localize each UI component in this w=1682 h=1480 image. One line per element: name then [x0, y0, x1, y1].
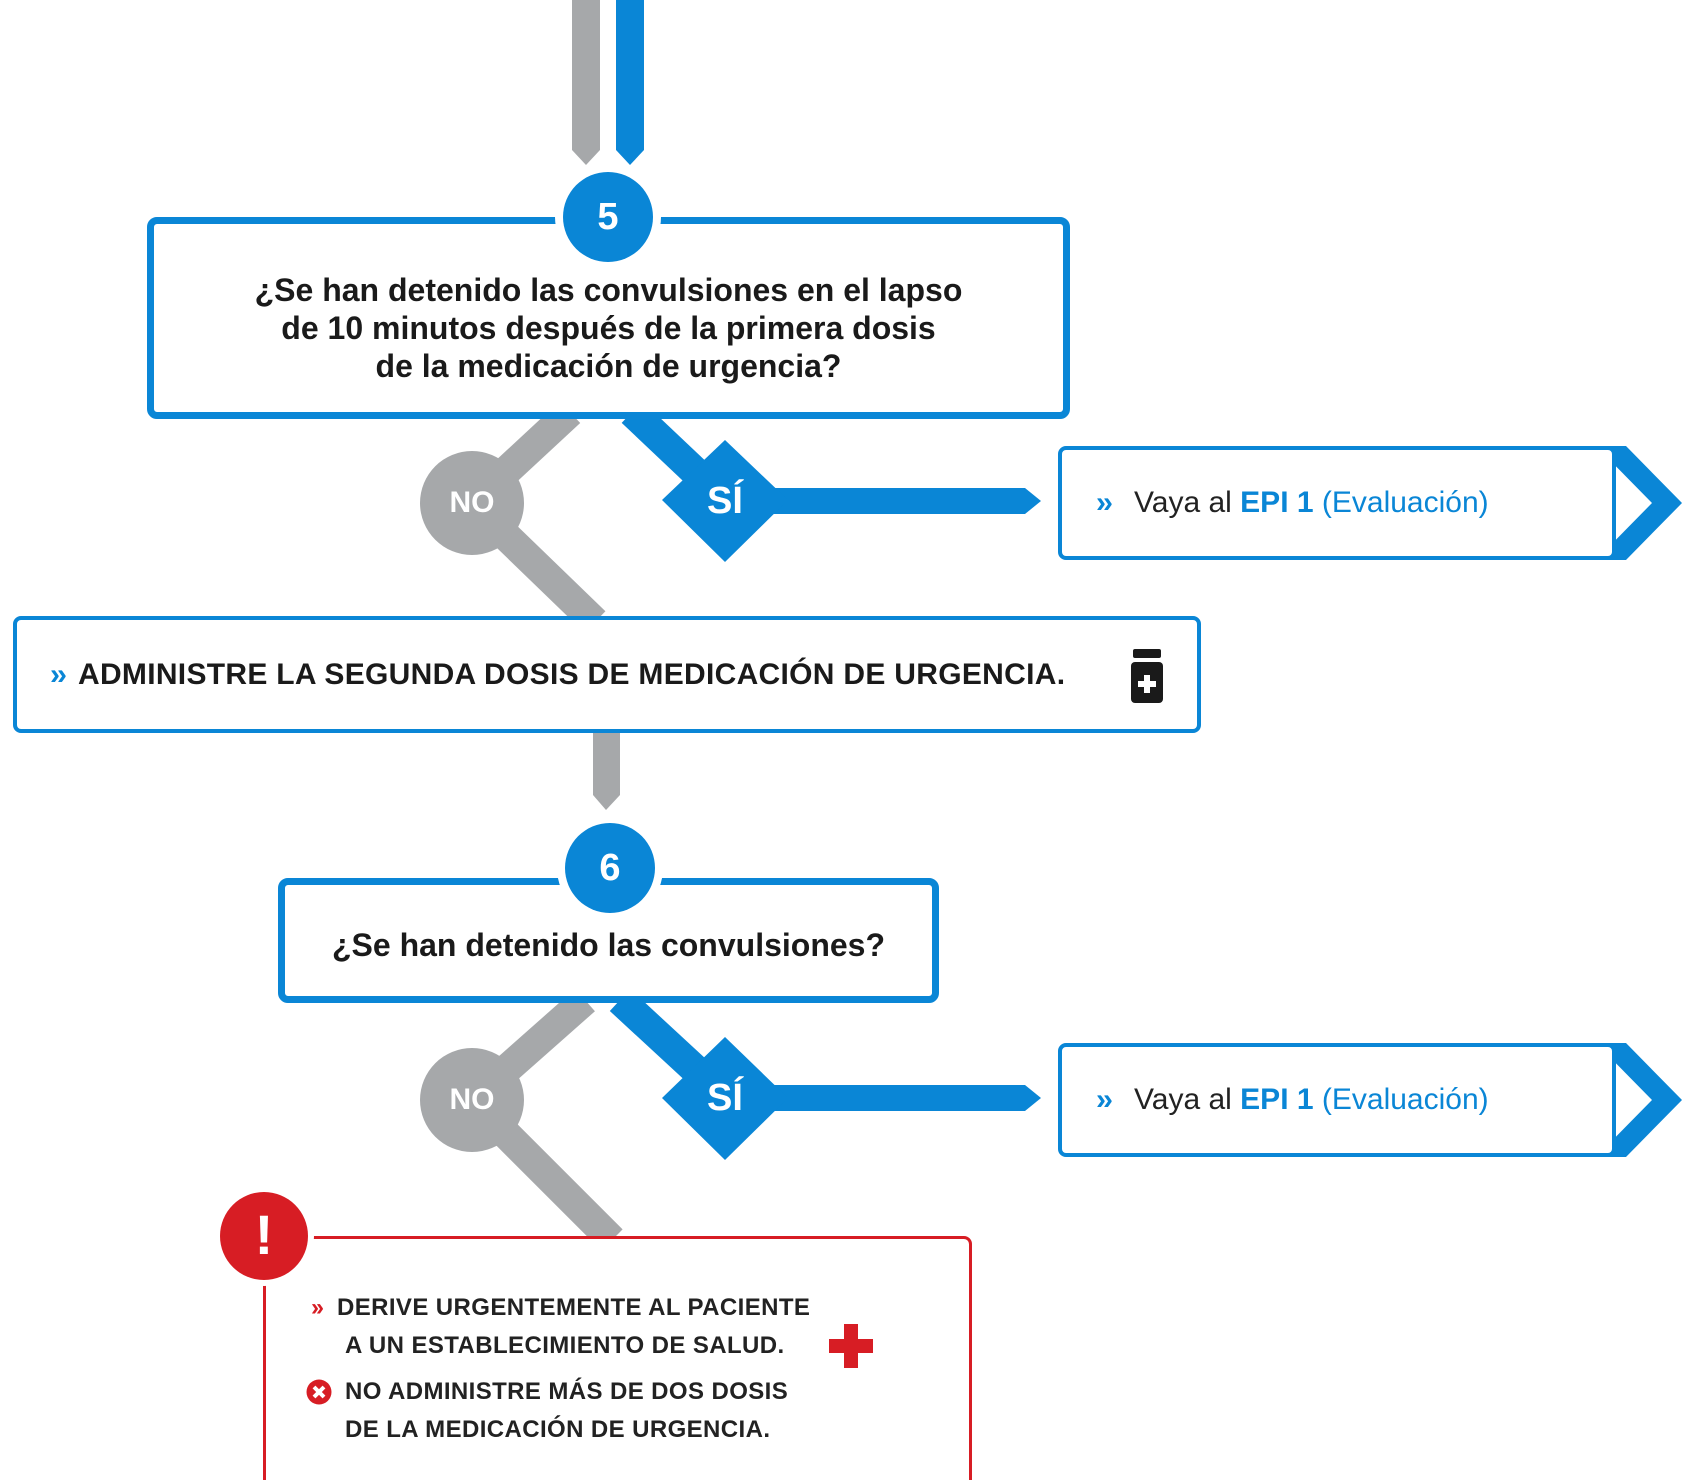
urgent-referral-box: ›› DERIVE URGENTEMENTE AL PACIENTE A UN E…	[263, 1236, 972, 1480]
step5-goto-box[interactable]: ›› Vaya al EPI 1 (Evaluación)	[1058, 446, 1616, 560]
step5-question-line-3: de la medicación de urgencia?	[375, 348, 842, 384]
refer-line-1: DERIVE URGENTEMENTE AL PACIENTE	[336, 1294, 811, 1321]
alert-badge-icon: !	[254, 1203, 274, 1266]
step6-yes-label: SÍ	[707, 1076, 743, 1119]
second-dose-box: ›› ADMINISTRE LA SEGUNDA DOSIS DE MEDICAC…	[13, 616, 1201, 733]
step6-no-circle	[420, 1048, 524, 1152]
step6-number-badge: 6	[565, 823, 655, 913]
warning-instruction: NO ADMINISTRE MÁS DE DOS DOSIS DE LA MED…	[306, 1373, 788, 1449]
second-dose-instruction: ›› ADMINISTRE LA SEGUNDA DOSIS DE MEDICAC…	[50, 658, 1065, 692]
step5-no-label: NO	[449, 486, 495, 519]
medicine-bottle-icon	[1131, 649, 1163, 703]
step5-yes-label: SÍ	[707, 479, 743, 522]
step6-yes-diamond	[662, 1037, 788, 1160]
step5-goto-text: ›› Vaya al EPI 1 (Evaluación)	[1096, 486, 1489, 520]
double-chevron-icon: ››	[50, 658, 67, 691]
step5-number-badge: 5	[563, 172, 653, 262]
incoming-gray-arrow	[572, 0, 600, 165]
double-chevron-icon: ››	[1096, 1083, 1113, 1116]
step5-goto-suffix: (Evaluación)	[1321, 486, 1489, 519]
step5-goto-prefix: Vaya al	[1133, 486, 1232, 519]
step6-question: ¿Se han detenido las convulsiones?	[332, 927, 885, 963]
step5-yes-arrow	[770, 488, 1041, 514]
step5-yes-diamond	[662, 440, 788, 562]
red-double-chevron-icon: ››	[311, 1294, 324, 1321]
x-circle-icon	[306, 1379, 332, 1405]
step6-no-label: NO	[449, 1083, 495, 1116]
red-cross-icon	[829, 1324, 873, 1368]
step6-goto-link[interactable]: EPI 1	[1240, 1083, 1314, 1116]
step5-no-circle	[420, 451, 524, 555]
step6-epi-chevron-icon	[1596, 1043, 1682, 1157]
step6-goto-suffix: (Evaluación)	[1321, 1083, 1489, 1116]
step6-goto-prefix: Vaya al	[1133, 1083, 1232, 1116]
warning-line-1: NO ADMINISTRE MÁS DE DOS DOSIS	[345, 1378, 789, 1405]
incoming-blue-arrow	[616, 0, 644, 165]
refer-instruction: ›› DERIVE URGENTEMENTE AL PACIENTE A UN E…	[311, 1289, 810, 1365]
step6-yes-arrow	[770, 1085, 1041, 1111]
step5-question: ¿Se han detenido las convulsiones en el …	[154, 271, 1063, 385]
step6-goto-box[interactable]: ›› Vaya al EPI 1 (Evaluación)	[1058, 1043, 1616, 1157]
step6-goto-text: ›› Vaya al EPI 1 (Evaluación)	[1096, 1083, 1489, 1117]
second-dose-text: ADMINISTRE LA SEGUNDA DOSIS DE MEDICACIÓ…	[77, 658, 1066, 691]
double-chevron-icon: ››	[1096, 486, 1113, 519]
step5-goto-link[interactable]: EPI 1	[1240, 486, 1314, 519]
refer-line-2: A UN ESTABLECIMIENTO DE SALUD.	[345, 1332, 785, 1359]
step5-epi-chevron-icon	[1596, 446, 1682, 560]
warning-line-2: DE LA MEDICACIÓN DE URGENCIA.	[345, 1416, 771, 1443]
down-gray-arrow	[593, 730, 620, 810]
step5-question-line-1: ¿Se han detenido las convulsiones en el …	[254, 272, 963, 308]
alert-badge: !	[220, 1192, 308, 1280]
step5-question-line-2: de 10 minutos después de la primera dosi…	[281, 310, 936, 346]
